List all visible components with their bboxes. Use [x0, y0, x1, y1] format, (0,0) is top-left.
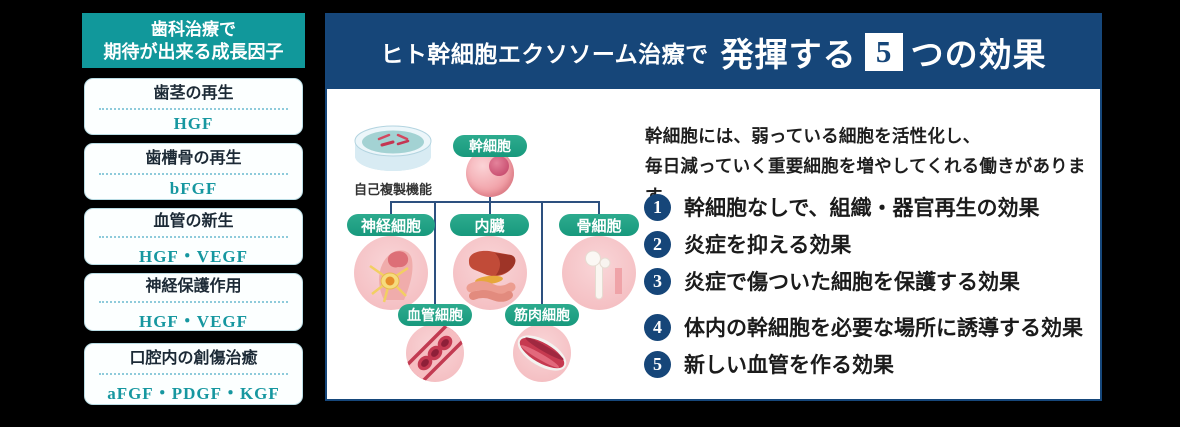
nerve-cell-pill: 神経細胞: [347, 214, 435, 236]
cell-nucleus-icon: [489, 156, 509, 176]
panel-title-suffix: つの効果: [910, 38, 1047, 74]
intro-text: 幹細胞には、弱っている細胞を活性化し、 毎日減っていく重要細胞を増やしてくれる働…: [645, 121, 1100, 211]
card-title: 口腔内の創傷治癒: [99, 344, 288, 375]
card-title: 血管の新生: [99, 207, 288, 238]
muscle-cell-icon: [513, 324, 571, 382]
effect-number-badge: 5: [644, 350, 671, 378]
effect-item-3: 3 炎症で傷ついた細胞を保護する効果: [644, 266, 1020, 296]
organs-pill: 内臓: [450, 214, 529, 236]
self-replication-label: 自己複製機能: [353, 182, 432, 197]
nerve-cell-icon: [354, 236, 428, 310]
count-badge: 5: [864, 33, 903, 71]
growth-factor-card-alveolar-bone: 歯槽骨の再生 bFGF: [84, 143, 303, 200]
effect-text: 幹細胞なしで、組織・器官再生の効果: [684, 196, 1040, 220]
sidebar-header: 歯科治療で 期待が出来る成長因子: [82, 13, 305, 68]
effect-text: 炎症を抑える効果: [684, 233, 852, 257]
effect-text: 体内の幹細胞を必要な場所に誘導する効果: [684, 316, 1083, 340]
muscle-cell-pill: 筋肉細胞: [505, 304, 579, 326]
growth-factor-card-angiogenesis: 血管の新生 HGF・VEGF: [84, 207, 303, 266]
petri-dish-icon: [352, 119, 434, 177]
effect-item-1: 1 幹細胞なしで、組織・器官再生の効果: [644, 192, 1040, 222]
organs-icon: [453, 236, 527, 310]
card-title: 神経保護作用: [99, 272, 288, 303]
bone-cell-icon: [562, 236, 636, 310]
card-title: 歯茎の再生: [99, 79, 288, 110]
card-value: HGF・VEGF: [138, 312, 249, 331]
effect-number-badge: 3: [644, 267, 671, 295]
card-title: 歯槽骨の再生: [99, 144, 288, 175]
effect-item-2: 2 炎症を抑える効果: [644, 229, 851, 259]
panel-title-bar: ヒト幹細胞エクソソーム治療で 発揮する 5 つの効果: [327, 15, 1100, 89]
card-value: bFGF: [169, 179, 218, 198]
card-value: aFGF・PDGF・KGF: [107, 384, 280, 403]
bone-cell-pill: 骨細胞: [559, 214, 639, 236]
intro-line1: 幹細胞には、弱っている細胞を活性化し、: [645, 126, 981, 146]
stem-cell-icon: [466, 149, 514, 197]
blood-vessel-cell-pill: 血管細胞: [398, 304, 472, 326]
sidebar-header-line2: 期待が出来る成長因子: [103, 41, 284, 62]
effect-text: 新しい血管を作る効果: [684, 353, 894, 377]
growth-factor-card-wound-healing: 口腔内の創傷治癒 aFGF・PDGF・KGF: [84, 343, 303, 405]
card-value: HGF: [173, 114, 214, 133]
stem-cell-pill: 幹細胞: [453, 135, 527, 157]
growth-factor-card-gum: 歯茎の再生 HGF: [84, 78, 303, 135]
card-value: HGF・VEGF: [138, 246, 249, 266]
growth-factor-card-neuroprotection: 神経保護作用 HGF・VEGF: [84, 273, 303, 331]
effect-number-badge: 1: [644, 193, 671, 221]
connector-lines-icon: [390, 189, 600, 307]
effect-item-4: 4 体内の幹細胞を必要な場所に誘導する効果: [644, 312, 1083, 342]
effect-number-badge: 2: [644, 230, 671, 258]
effect-item-5: 5 新しい血管を作る効果: [644, 349, 894, 379]
effect-number-badge: 4: [644, 313, 671, 341]
effect-text: 炎症で傷ついた細胞を保護する効果: [684, 270, 1020, 294]
panel-title-emphasis: 発揮する: [720, 38, 857, 74]
main-panel: ヒト幹細胞エクソソーム治療で 発揮する 5 つの効果: [325, 13, 1102, 401]
sidebar-header-line1: 歯科治療で: [151, 19, 236, 39]
blood-vessel-icon: [406, 324, 464, 382]
panel-title-prefix: ヒト幹細胞エクソソーム治療で: [380, 42, 709, 67]
